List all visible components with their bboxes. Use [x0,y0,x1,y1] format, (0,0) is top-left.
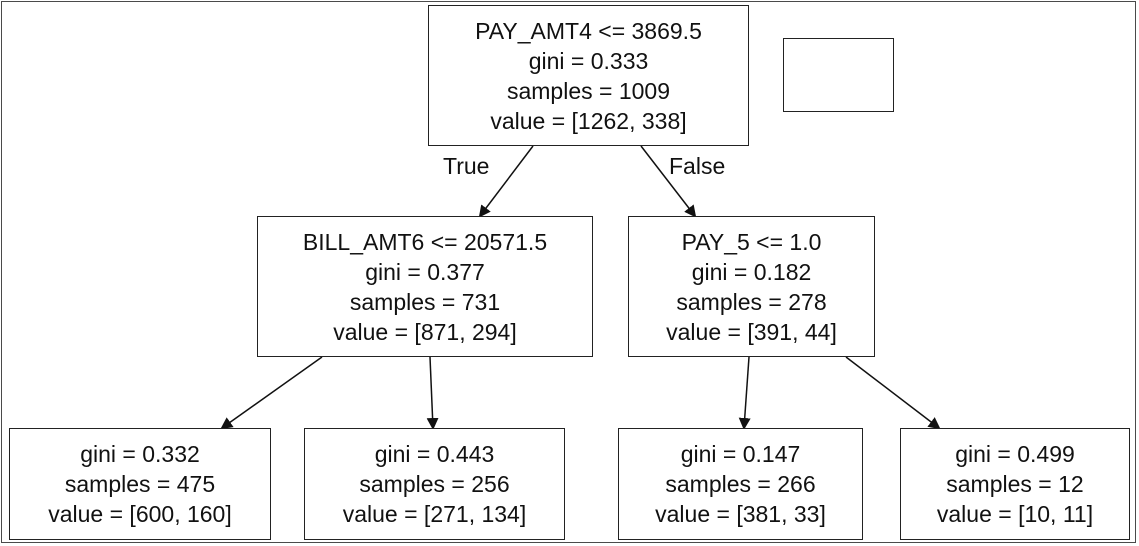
node-right-samples: samples = 278 [676,288,827,315]
leaf-4-samples: samples = 12 [946,471,1084,497]
edge-root-left [478,145,534,218]
leaf-3-gini: gini = 0.147 [680,441,801,467]
node-left-split: BILL_AMT6 <= 20571.5 [302,228,548,255]
node-right-split: PAY_5 <= 1.0 [681,228,822,255]
edge-label-false: False [669,153,726,179]
node-left-value: value = [871, 294] [333,318,517,345]
node-root-gini: gini = 0.333 [528,47,649,74]
edge-label-true: True [443,153,490,179]
edge-right-leaf3 [738,356,751,430]
leaf-4-value: value = [10, 11] [936,501,1094,527]
leaf-3-samples: samples = 266 [665,471,816,497]
leaf-2-gini: gini = 0.443 [374,441,495,467]
node-left: BILL_AMT6 <= 20571.5 gini = 0.377 sample… [257,216,593,357]
node-root-value: value = [1262, 338] [490,107,687,134]
node-right-gini: gini = 0.182 [691,258,812,285]
leaf-node-1: gini = 0.332 samples = 475 value = [600,… [9,428,271,540]
edge-left-leaf2 [426,356,439,430]
leaf-1-gini: gini = 0.332 [80,441,200,467]
leaf-2-samples: samples = 256 [359,471,510,497]
edge-root-right [640,145,697,218]
leaf-1-value: value = [600, 160] [48,501,232,527]
leaf-4-gini: gini = 0.499 [955,441,1075,467]
node-left-gini: gini = 0.377 [365,258,485,285]
node-root-samples: samples = 1009 [506,77,671,104]
node-right-value: value = [391, 44] [666,318,837,345]
node-right: PAY_5 <= 1.0 gini = 0.182 samples = 278 … [628,216,875,357]
edge-right-leaf4 [845,356,941,430]
leaf-1-samples: samples = 475 [64,471,216,497]
edge-left-leaf1 [220,356,323,430]
leaf-node-4: gini = 0.499 samples = 12 value = [10, 1… [900,428,1130,540]
leaf-node-2: gini = 0.443 samples = 256 value = [271,… [304,428,565,540]
leaf-node-3: gini = 0.147 samples = 266 value = [381,… [618,428,863,540]
empty-box [783,38,894,112]
node-root-split: PAY_AMT4 <= 3869.5 [475,17,702,44]
leaf-3-value: value = [381, 33] [655,501,826,527]
leaf-2-value: value = [271, 134] [342,501,527,527]
node-root: PAY_AMT4 <= 3869.5 gini = 0.333 samples … [428,5,749,146]
node-left-samples: samples = 731 [349,288,501,315]
